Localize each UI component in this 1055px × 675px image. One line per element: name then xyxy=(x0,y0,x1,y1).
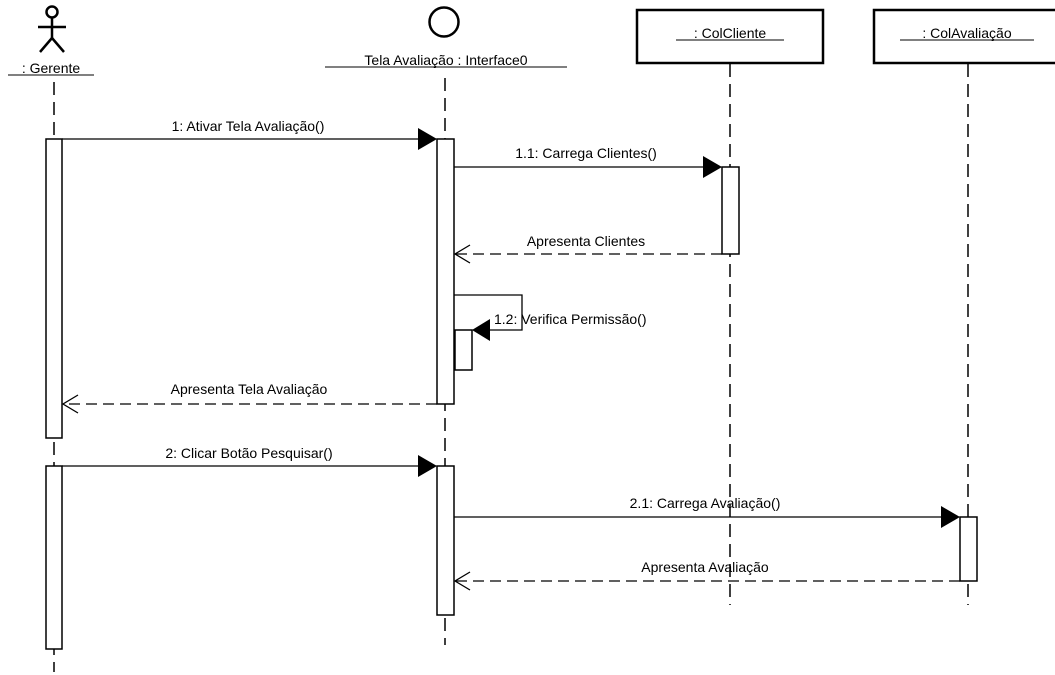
return-1-label: Apresenta Tela Avaliação xyxy=(171,381,328,397)
activation-tela-self xyxy=(454,329,473,371)
message-1-2-label: 1.2: Verifica Permissão() xyxy=(494,311,647,327)
activation-tela-2 xyxy=(436,465,455,616)
return-1-1-label: Apresenta Clientes xyxy=(527,233,645,249)
activation-gerente-1 xyxy=(45,138,63,439)
message-2-1-label: 2.1: Carrega Avaliação() xyxy=(630,495,781,511)
participant-colcliente-box xyxy=(635,8,825,65)
message-1-label: 1: Ativar Tela Avaliação() xyxy=(172,118,325,134)
activation-colavaliacao xyxy=(959,516,978,582)
message-1-2-self-arrow xyxy=(454,294,523,341)
message-2-1-arrow xyxy=(454,506,960,528)
message-1-1-label: 1.1: Carrega Clientes() xyxy=(515,145,657,161)
message-1-arrow xyxy=(62,128,437,150)
actor-gerente-icon xyxy=(38,5,66,53)
return-1-1-arrow xyxy=(453,244,722,264)
participant-colcliente-label: : ColCliente xyxy=(694,25,767,41)
participant-colavaliacao-label: : ColAvaliação xyxy=(922,25,1011,41)
participant-colavaliacao-box xyxy=(872,8,1055,65)
activation-gerente-2 xyxy=(45,465,63,650)
participant-gerente-label: : Gerente xyxy=(22,60,81,76)
activation-tela-1 xyxy=(436,138,455,405)
activation-colcliente xyxy=(721,166,740,255)
message-2-label: 2: Clicar Botão Pesquisar() xyxy=(165,445,332,461)
return-2-1-label: Apresenta Avaliação xyxy=(641,559,769,575)
return-2-1-arrow xyxy=(453,571,960,591)
participant-tela-label: Tela Avaliação : Interface0 xyxy=(364,52,527,68)
message-2-arrow xyxy=(62,455,437,477)
boundary-interface-icon xyxy=(428,6,460,38)
return-1-arrow xyxy=(61,394,437,414)
message-1-1-arrow xyxy=(454,156,722,178)
